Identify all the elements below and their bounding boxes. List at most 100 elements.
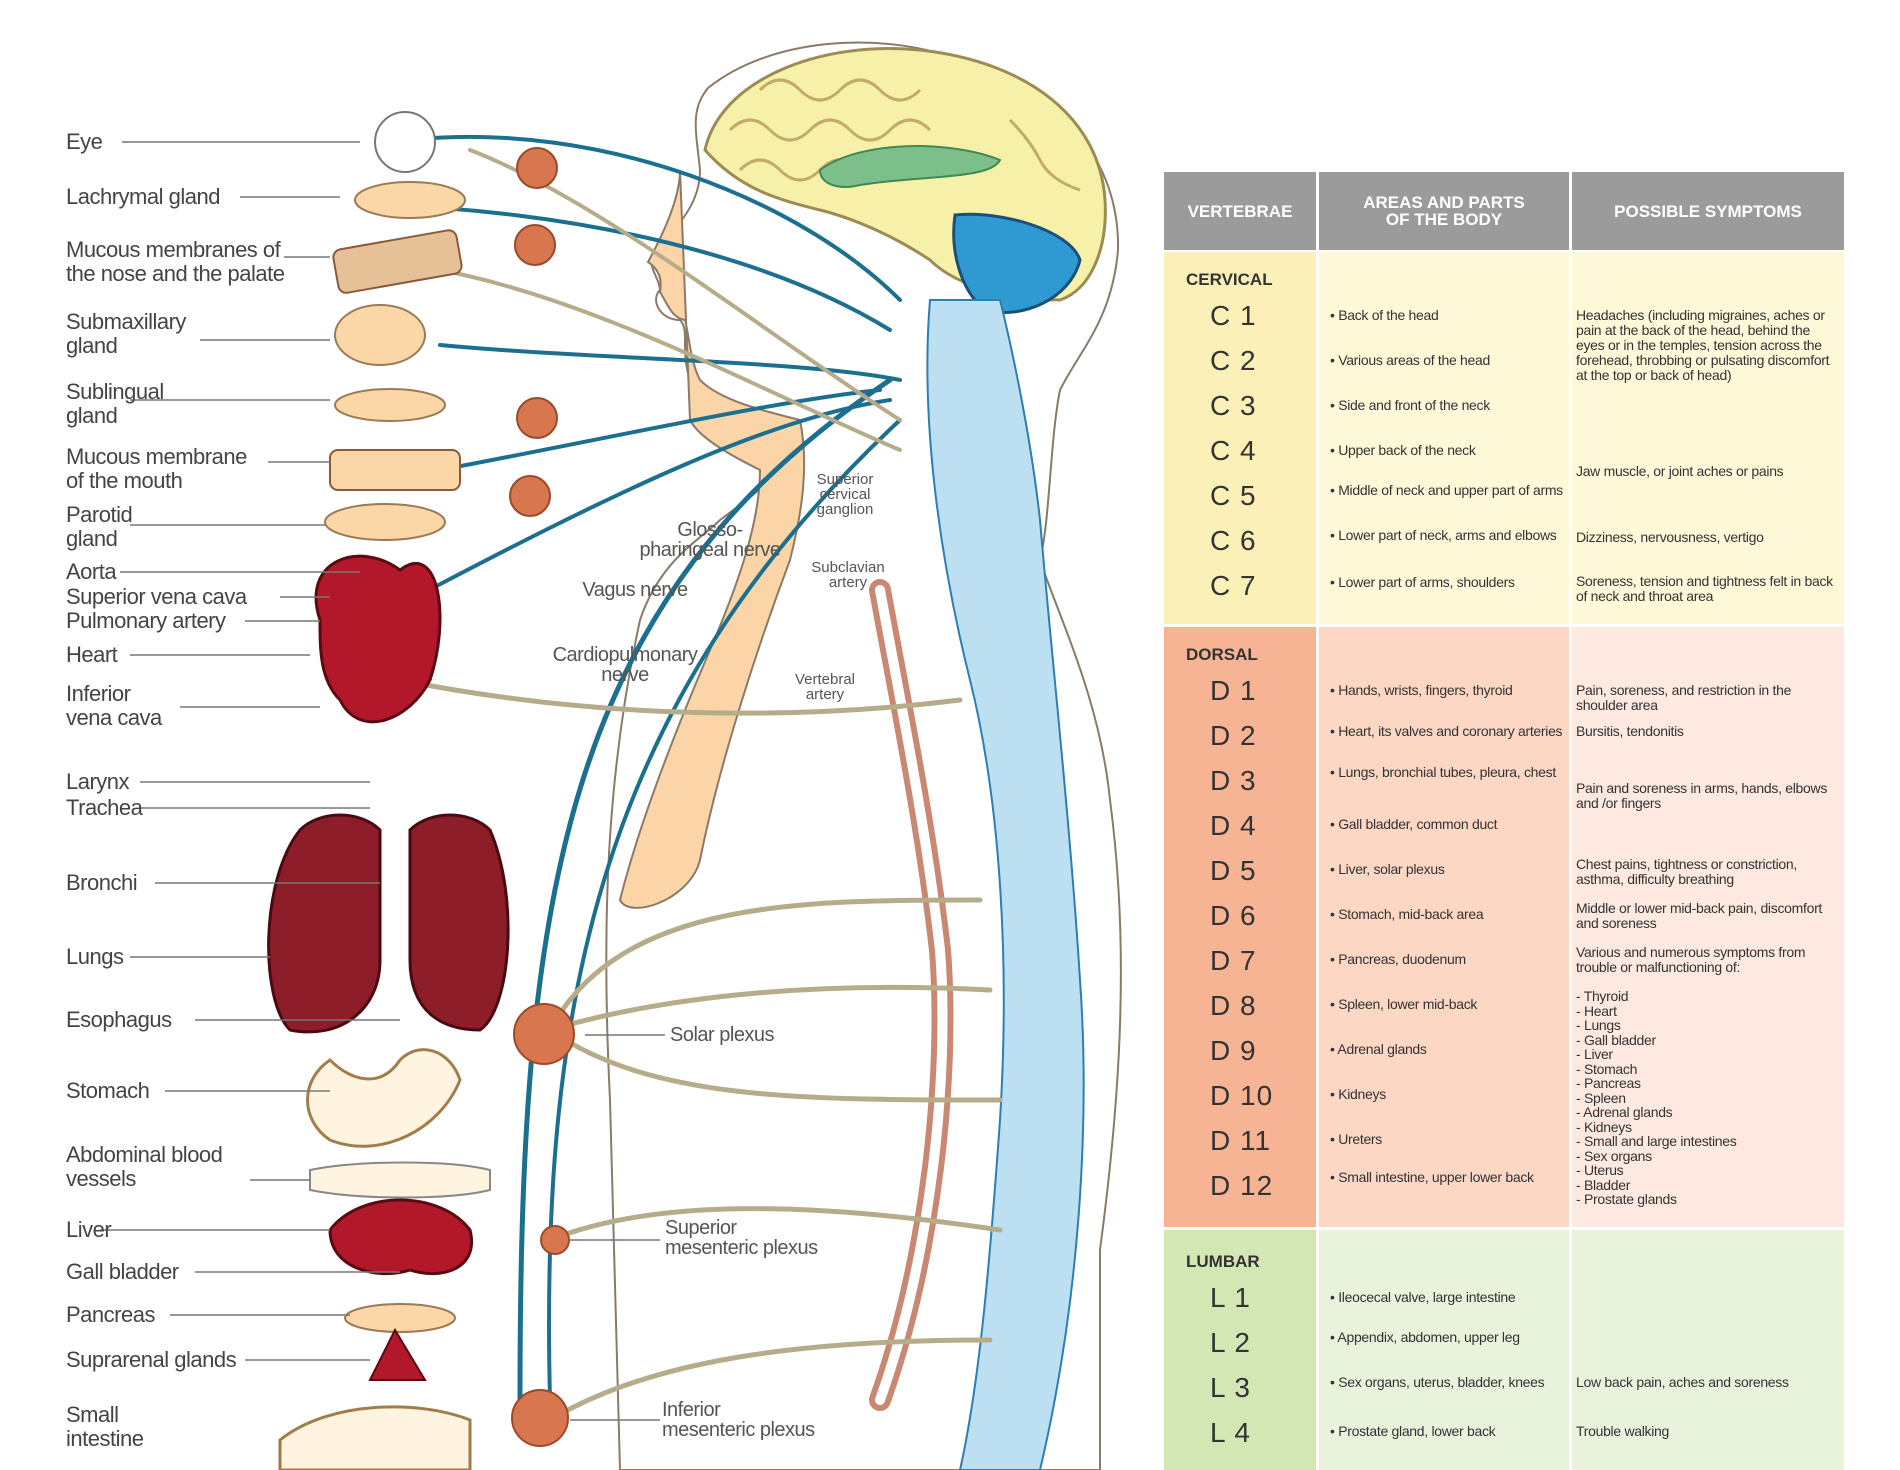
- vertebra-c1: C 1: [1210, 300, 1257, 331]
- area-c3: • Side and front of the neck: [1330, 397, 1490, 413]
- symptom-neck-soreness: Soreness, tension and tightness felt in …: [1576, 573, 1833, 604]
- section-dorsal: DORSAL D 1 • Hands, wrists, fingers, thy…: [1164, 627, 1844, 1227]
- symptom-dizziness: Dizziness, nervousness, vertigo: [1576, 529, 1764, 545]
- label-superior-cervical-ganglion: Superior cervical ganglion: [816, 471, 874, 518]
- vertebra-d1: D 1: [1210, 675, 1257, 706]
- vertebra-d2: D 2: [1210, 720, 1257, 751]
- symptom-organ-list: - Thyroid - Heart - Lungs - Gall bladder…: [1576, 988, 1737, 1207]
- area-d11: • Ureters: [1330, 1131, 1382, 1147]
- symptom-shoulder: Pain, soreness, and restriction in the s…: [1576, 682, 1792, 713]
- vertebrae-chart: VERTEBRAE AREAS AND PARTS OF THE BODY PO…: [1164, 172, 1844, 1470]
- area-d4: • Gall bladder, common duct: [1330, 816, 1498, 832]
- vertebra-c4: C 4: [1210, 435, 1257, 466]
- area-l2: • Appendix, abdomen, upper leg: [1330, 1329, 1520, 1345]
- symptom-various: Various and numerous symptoms from troub…: [1576, 944, 1806, 975]
- vertebra-d7: D 7: [1210, 945, 1257, 976]
- label-esophagus: Esophagus: [66, 1007, 172, 1032]
- area-d1: • Hands, wrists, fingers, thyroid: [1330, 682, 1513, 698]
- vertebra-c5: C 5: [1210, 480, 1257, 511]
- area-l3: • Sex organs, uterus, bladder, knees: [1330, 1374, 1545, 1390]
- label-gall-bladder: Gall bladder: [66, 1259, 179, 1284]
- dorsal-col-areas: [1319, 627, 1569, 1227]
- symptom-arms: Pain and soreness in arms, hands, elbows…: [1576, 780, 1828, 811]
- symptom-jaw: Jaw muscle, or joint aches or pains: [1576, 463, 1784, 479]
- area-d2: • Heart, its valves and coronary arterie…: [1330, 723, 1563, 739]
- area-d7: • Pancreas, duodenum: [1330, 951, 1466, 967]
- area-d12: • Small intestine, upper lower back: [1330, 1169, 1534, 1185]
- label-vagus-nerve: Vagus nerve: [582, 579, 688, 601]
- label-stomach: Stomach: [66, 1078, 150, 1103]
- area-c4: • Upper back of the neck: [1330, 442, 1476, 458]
- vertebra-l3: L 3: [1210, 1372, 1251, 1403]
- vertebra-d10: D 10: [1210, 1080, 1274, 1111]
- label-submaxillary-gland: Submaxillary gland: [66, 309, 186, 358]
- symptom-chest: Chest pains, tightness or constriction, …: [1576, 856, 1797, 887]
- dorsal-col-vertebrae: [1164, 627, 1316, 1227]
- label-trachea: Trachea: [66, 795, 143, 820]
- label-superior-mesenteric-plexus: Superior mesenteric plexus: [665, 1217, 818, 1259]
- vertebra-d4: D 4: [1210, 810, 1257, 841]
- label-aorta: Aorta: [66, 559, 117, 584]
- leader-lines: [100, 141, 665, 1421]
- area-d9: • Adrenal glands: [1330, 1041, 1427, 1057]
- area-l1: • Ileocecal valve, large intestine: [1330, 1289, 1516, 1305]
- label-larynx: Larynx: [66, 769, 130, 794]
- label-superior-vena-cava: Superior vena cava: [66, 584, 247, 609]
- vertebra-l1: L 1: [1210, 1282, 1251, 1313]
- area-d5: • Liver, solar plexus: [1330, 861, 1445, 877]
- symptom-bursitis: Bursitis, tendonitis: [1576, 723, 1684, 739]
- vertebra-d12: D 12: [1210, 1170, 1274, 1201]
- symptom-low-back: Low back pain, aches and soreness: [1576, 1374, 1789, 1390]
- label-sublingual-gland: Sublingual gland: [66, 379, 164, 428]
- vertebra-c3: C 3: [1210, 390, 1257, 421]
- vertebra-c6: C 6: [1210, 525, 1257, 556]
- vertebra-d6: D 6: [1210, 900, 1257, 931]
- vertebra-c2: C 2: [1210, 345, 1257, 376]
- area-c2: • Various areas of the head: [1330, 352, 1490, 368]
- cervical-col-areas: [1319, 252, 1569, 624]
- label-suprarenal-glands: Suprarenal glands: [66, 1347, 237, 1372]
- lumbar-col-symptoms: [1572, 1230, 1844, 1470]
- label-small-intestine: Small intestine: [66, 1402, 144, 1451]
- symptom-headaches: Headaches (including migraines, aches or…: [1576, 307, 1830, 383]
- area-d3: • Lungs, bronchial tubes, pleura, chest: [1330, 764, 1556, 780]
- label-liver: Liver: [66, 1217, 112, 1242]
- vertebra-d9: D 9: [1210, 1035, 1257, 1066]
- spinal-column: [869, 299, 1085, 1470]
- section-cervical: CERVICAL C 1 • Back of the head C 2 • Va…: [1164, 252, 1844, 624]
- symptom-midback: Middle or lower mid-back pain, discomfor…: [1576, 900, 1823, 931]
- cervical-title: CERVICAL: [1186, 270, 1273, 289]
- symptom-walking: Trouble walking: [1576, 1423, 1670, 1439]
- ganglia: [509, 147, 575, 1447]
- area-c5: • Middle of neck and upper part of arms: [1330, 482, 1563, 498]
- label-glossopharyngeal-nerve: Glosso- pharingeal nerve: [639, 519, 782, 561]
- lumbar-col-vertebrae: [1164, 1230, 1316, 1470]
- header-areas: AREAS AND PARTS OF THE BODY: [1319, 172, 1569, 250]
- vertebra-d5: D 5: [1210, 855, 1257, 886]
- lumbar-title: LUMBAR: [1186, 1252, 1260, 1271]
- dorsal-col-symptoms: [1572, 627, 1844, 1227]
- label-cardiopulmonary-nerve: Cardiopulmonary nerve: [552, 644, 698, 686]
- dorsal-title: DORSAL: [1186, 645, 1258, 664]
- label-eye: Eye: [66, 129, 103, 154]
- area-c1: • Back of the head: [1330, 307, 1439, 323]
- vertebra-d11: D 11: [1210, 1125, 1272, 1156]
- vertebra-c7: C 7: [1210, 570, 1257, 601]
- label-abdominal-vessels: Abdominal blood vessels: [66, 1142, 223, 1191]
- area-d8: • Spleen, lower mid-back: [1330, 996, 1478, 1012]
- label-bronchi: Bronchi: [66, 870, 138, 895]
- label-inferior-mesenteric-plexus: Inferior mesenteric plexus: [662, 1399, 815, 1441]
- label-mouth-membrane: Mucous membrane of the mouth: [66, 444, 247, 493]
- label-pulmonary-artery: Pulmonary artery: [66, 608, 226, 633]
- area-l4: • Prostate gland, lower back: [1330, 1423, 1496, 1439]
- area-c6: • Lower part of neck, arms and elbows: [1330, 527, 1557, 543]
- area-c7: • Lower part of arms, shoulders: [1330, 574, 1515, 590]
- label-vertebral-artery: Vertebral artery: [794, 671, 856, 703]
- section-lumbar: LUMBAR L 1 • Ileocecal valve, large inte…: [1164, 1230, 1844, 1470]
- vertebra-d3: D 3: [1210, 765, 1257, 796]
- area-d6: • Stomach, mid-back area: [1330, 906, 1484, 922]
- label-parotid-gland: Parotid gland: [66, 502, 133, 551]
- label-solar-plexus: Solar plexus: [670, 1024, 775, 1046]
- label-subclavian-artery: Subclavian artery: [811, 559, 885, 591]
- cervical-col-symptoms: [1572, 252, 1844, 624]
